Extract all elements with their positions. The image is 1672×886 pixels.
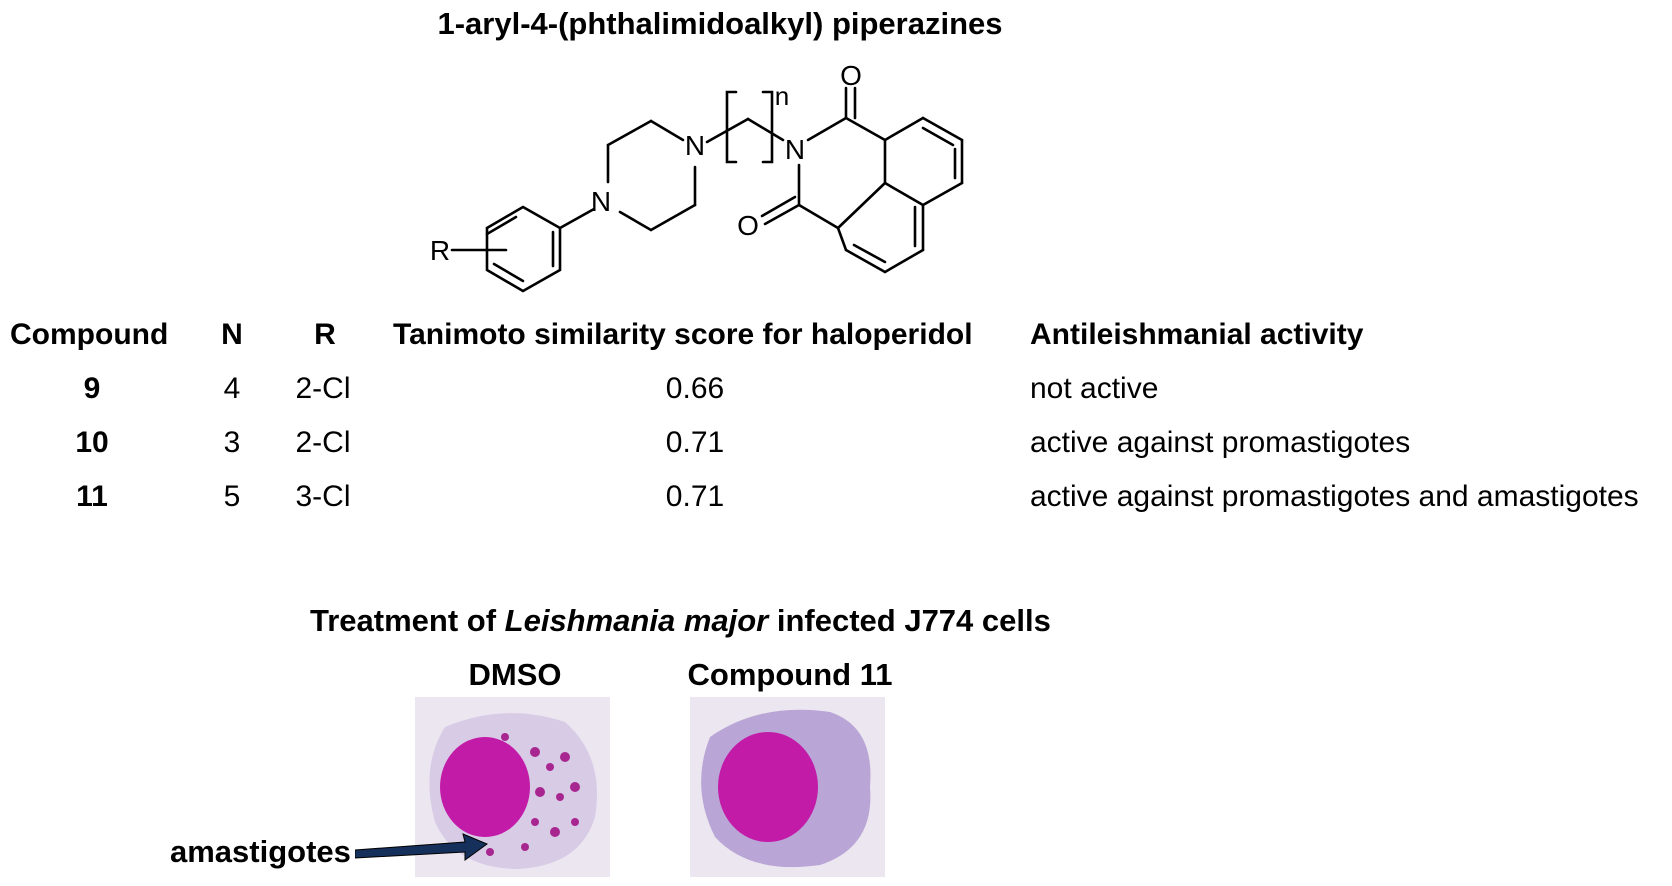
dmso-nucleus <box>440 737 530 837</box>
row-2-r: 2-Cl <box>295 426 351 459</box>
treatment-title: Treatment of Leishmania major infected J… <box>310 603 1051 639</box>
atom-o-bottom: O <box>737 210 759 241</box>
substituent-r: R <box>430 235 450 266</box>
amastigotes-arrow-icon <box>355 833 489 861</box>
row-3-r: 3-Cl <box>295 480 351 513</box>
dmso-amastigote-dots <box>486 733 580 856</box>
label-compound-11: Compound 11 <box>687 657 893 692</box>
header-n: N <box>221 318 243 351</box>
treatment-title-prefix: Treatment of <box>310 603 505 638</box>
row-3-activity: active against promastigotes and amastig… <box>1030 480 1639 513</box>
row-2-score: 0.71 <box>665 426 725 459</box>
row-3-n: 5 <box>223 480 241 513</box>
row-2-compound: 10 <box>75 426 109 459</box>
atom-o-top: O <box>840 60 862 91</box>
treatment-title-species: Leishmania major <box>504 603 769 638</box>
atom-n-imide: N <box>785 134 805 165</box>
row-1-activity: not active <box>1030 372 1159 405</box>
atom-n-aryl: N <box>591 186 611 217</box>
atom-n-piperazine: N <box>685 130 705 161</box>
row-3-score: 0.71 <box>665 480 725 513</box>
repeat-n: n <box>775 81 789 111</box>
header-r: R <box>314 318 336 351</box>
structure-title: 1-aryl-4-(phthalimidoalkyl) piperazines <box>437 6 1003 41</box>
micrograph-dmso <box>415 697 610 877</box>
row-1-r: 2-Cl <box>295 372 351 405</box>
header-compound: Compound <box>10 318 169 351</box>
row-2-activity: active against promastigotes <box>1030 426 1411 459</box>
header-tanimoto: Tanimoto similarity score for haloperido… <box>393 318 973 351</box>
row-2-n: 3 <box>223 426 241 459</box>
row-1-score: 0.66 <box>665 372 725 405</box>
treatment-title-suffix: infected J774 cells <box>768 603 1051 638</box>
amastigotes-label: amastigotes <box>170 834 351 869</box>
row-3-compound: 11 <box>76 480 108 513</box>
row-1-compound: 9 <box>83 372 101 405</box>
header-activity: Antileishmanial activity <box>1030 318 1364 351</box>
chemical-structure: N N N O O R n <box>430 60 964 293</box>
micrograph-compound-11 <box>690 697 885 877</box>
c11-nucleus <box>718 732 818 842</box>
label-dmso: DMSO <box>468 657 562 692</box>
row-1-n: 4 <box>223 372 241 405</box>
